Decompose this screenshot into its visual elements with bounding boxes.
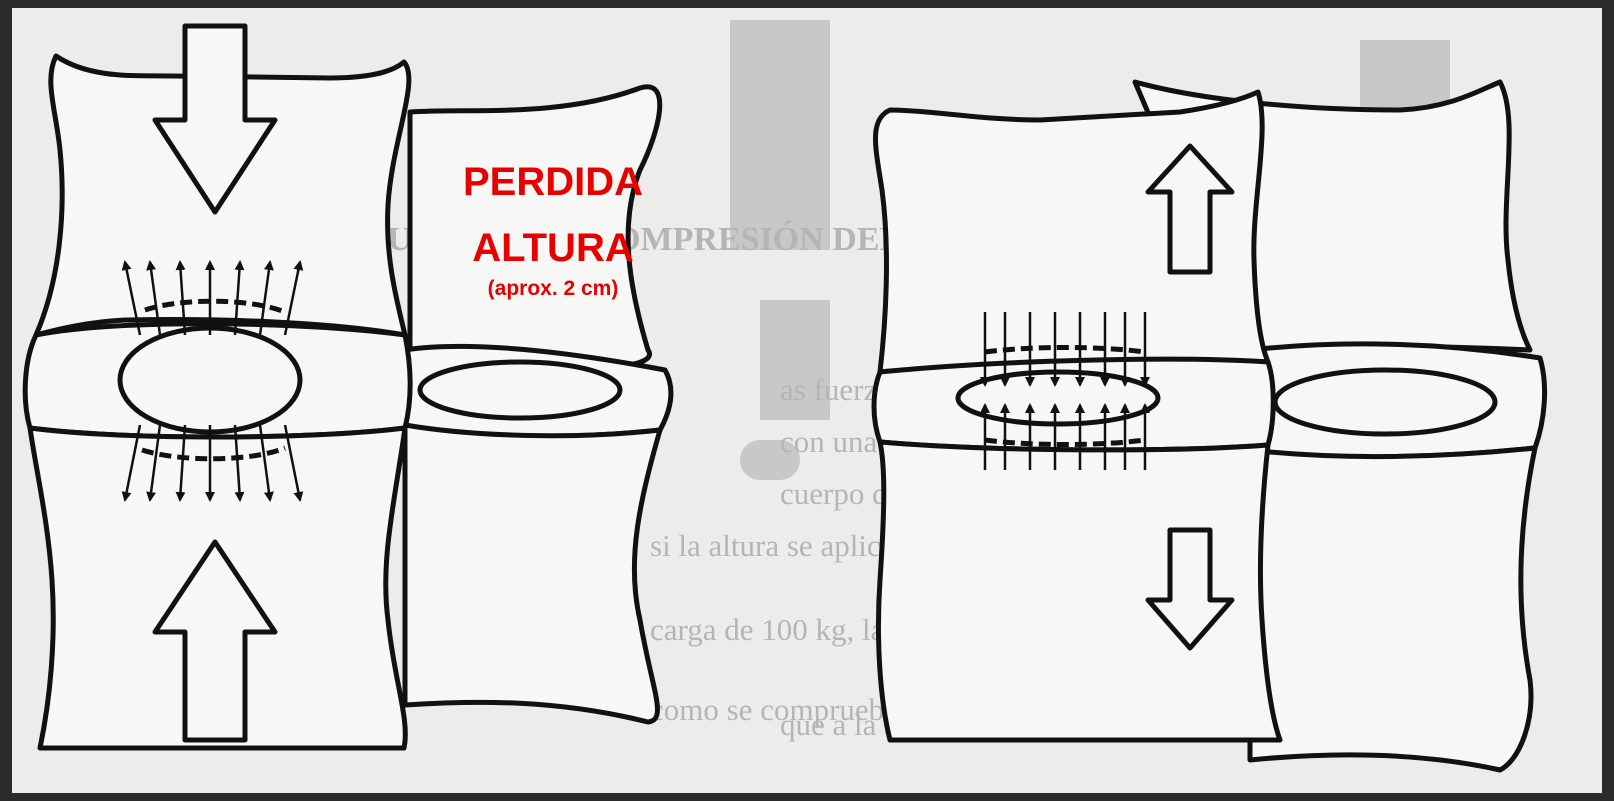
lower-vertebral-body	[878, 442, 1280, 740]
posterior-nucleus	[420, 362, 620, 418]
lower-posterior-process	[405, 425, 660, 722]
annotation-subtitle: (aprox. 2 cm)	[438, 276, 668, 302]
annotation-title-line1: PERDIDA	[438, 160, 668, 204]
posterior-nucleus	[1275, 370, 1495, 434]
bulging-nucleus	[120, 328, 300, 432]
lower-posterior-process	[1250, 448, 1535, 770]
annotation-title-line2: ALTURA	[438, 226, 668, 270]
flattened-nucleus	[958, 372, 1158, 424]
